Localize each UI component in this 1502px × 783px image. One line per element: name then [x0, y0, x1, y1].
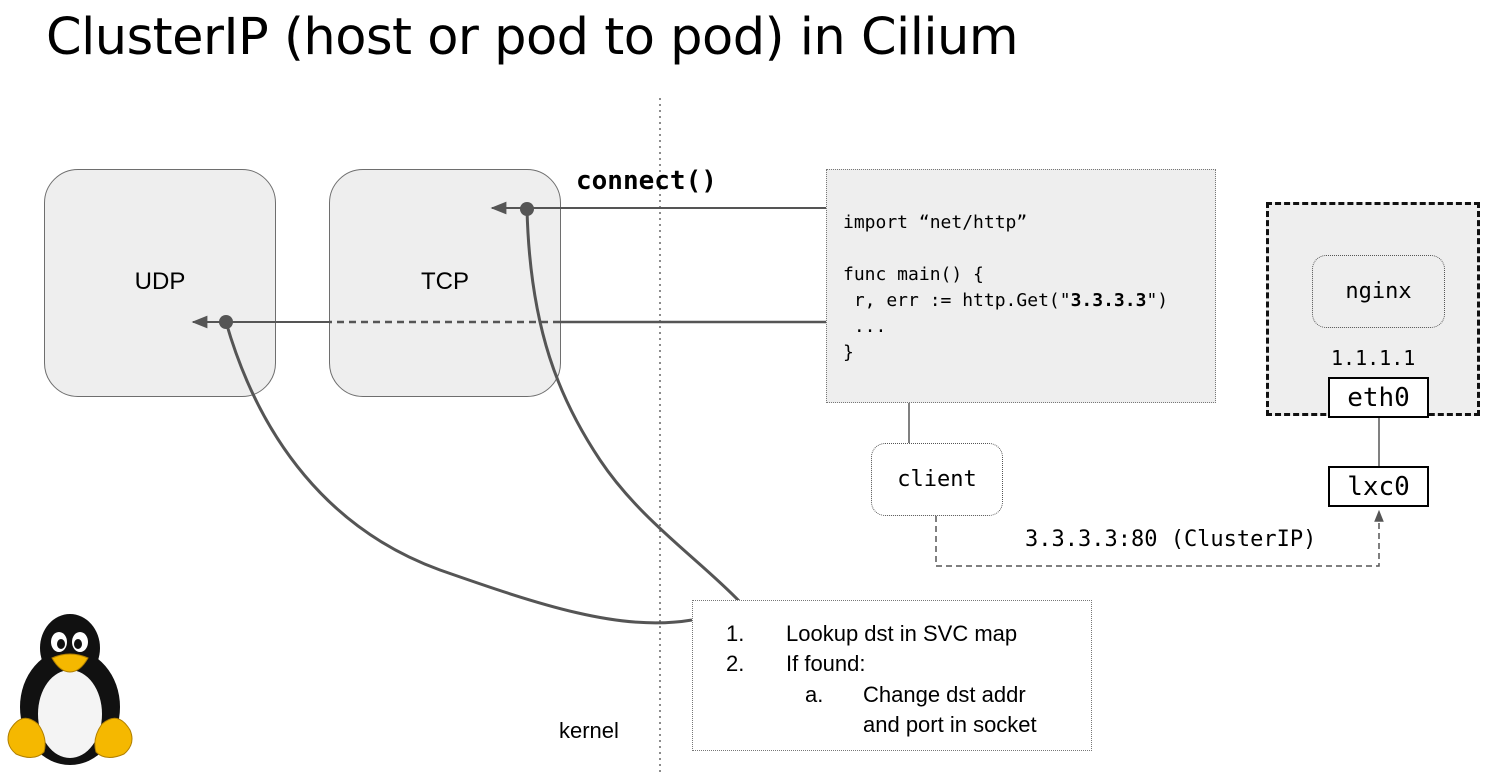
code-get-suffix: "): [1146, 290, 1169, 311]
kernel-label: kernel: [559, 718, 619, 743]
client-box: client: [871, 443, 1003, 516]
client-code-box: import “net/http” func main() { r, err :…: [826, 169, 1216, 403]
nginx-label: nginx: [1345, 279, 1412, 304]
nginx-box: nginx: [1312, 255, 1445, 328]
step-1-number: 1.: [726, 621, 745, 646]
lxc0-interface: lxc0: [1328, 466, 1429, 507]
tcp-label: TCP: [421, 268, 469, 295]
page-title: ClusterIP (host or pod to pod) in Cilium: [46, 8, 1019, 67]
eth0-label: eth0: [1347, 383, 1410, 413]
code-func-line: func main() {: [843, 264, 984, 285]
code-get-ip: 3.3.3.3: [1070, 290, 1147, 311]
step-1-text: Lookup dst in SVC map: [786, 621, 1018, 646]
client-label: client: [897, 467, 977, 492]
tcp-box: TCP: [329, 169, 561, 397]
tux-penguin-icon: [7, 614, 133, 765]
code-ellipsis-line: ...: [843, 316, 887, 337]
udp-label: UDP: [134, 268, 186, 295]
pod-ip-label: 1.1.1.1: [1331, 346, 1416, 370]
udp-box: UDP: [44, 169, 276, 397]
code-close-brace: }: [843, 342, 854, 363]
connect-syscall-label: connect(): [576, 166, 717, 196]
code-import-line: import “net/http”: [843, 212, 1028, 233]
code-get-line: r, err := http.Get("3.3.3.3"): [843, 290, 1168, 311]
step-2-number: 2.: [726, 651, 745, 676]
eth0-interface: eth0: [1328, 377, 1429, 418]
lookup-steps-box: 1. Lookup dst in SVC map 2. If found: a.…: [692, 600, 1092, 751]
step-2a-line-1: Change dst addr: [863, 682, 1026, 707]
step-2-text: If found:: [786, 651, 866, 676]
lxc0-label: lxc0: [1347, 472, 1410, 502]
clusterip-flow-label: 3.3.3.3:80 (ClusterIP): [1025, 527, 1317, 552]
code-get-prefix: r, err := http.Get(": [843, 290, 1071, 311]
step-2a-line-2: and port in socket: [863, 712, 1037, 737]
step-2a-letter: a.: [805, 682, 824, 707]
